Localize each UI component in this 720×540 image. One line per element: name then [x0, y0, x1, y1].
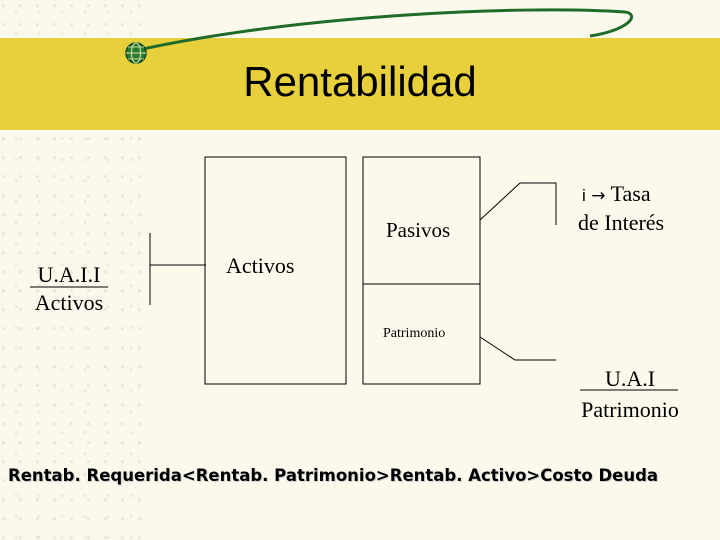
left-denominator: Activos: [34, 290, 104, 315]
decorative-swoosh: [137, 8, 633, 52]
title-band: [0, 38, 720, 130]
tasa-text: Tasa: [610, 181, 651, 206]
slide-title: Rentabilidad: [243, 58, 477, 105]
patrimonio-label: Patrimonio: [383, 326, 446, 341]
pasivos-patrimonio-box: [362, 156, 481, 385]
activos-label: Activos: [226, 253, 295, 278]
tasa-line-2: de Interés: [578, 210, 665, 235]
arrow-right-icon: →: [591, 186, 606, 206]
pasivos-label: Pasivos: [386, 218, 451, 242]
activos-box: [204, 156, 347, 385]
lower-right-connector: [479, 336, 556, 361]
tasa-symbol: i: [582, 186, 586, 205]
profitability-relation: Rentab. Requerida<Rentab. Patrimonio>Ren…: [8, 466, 659, 485]
left-bracket: [149, 233, 206, 305]
tasa-line-1: i → Tasa: [582, 181, 651, 207]
upper-right-connector: [479, 182, 557, 225]
globe-icon: [125, 42, 147, 64]
right-numerator: U.A.I: [604, 366, 656, 391]
left-numerator: U.A.I.I: [37, 262, 101, 287]
right-denominator: Patrimonio: [581, 397, 679, 422]
